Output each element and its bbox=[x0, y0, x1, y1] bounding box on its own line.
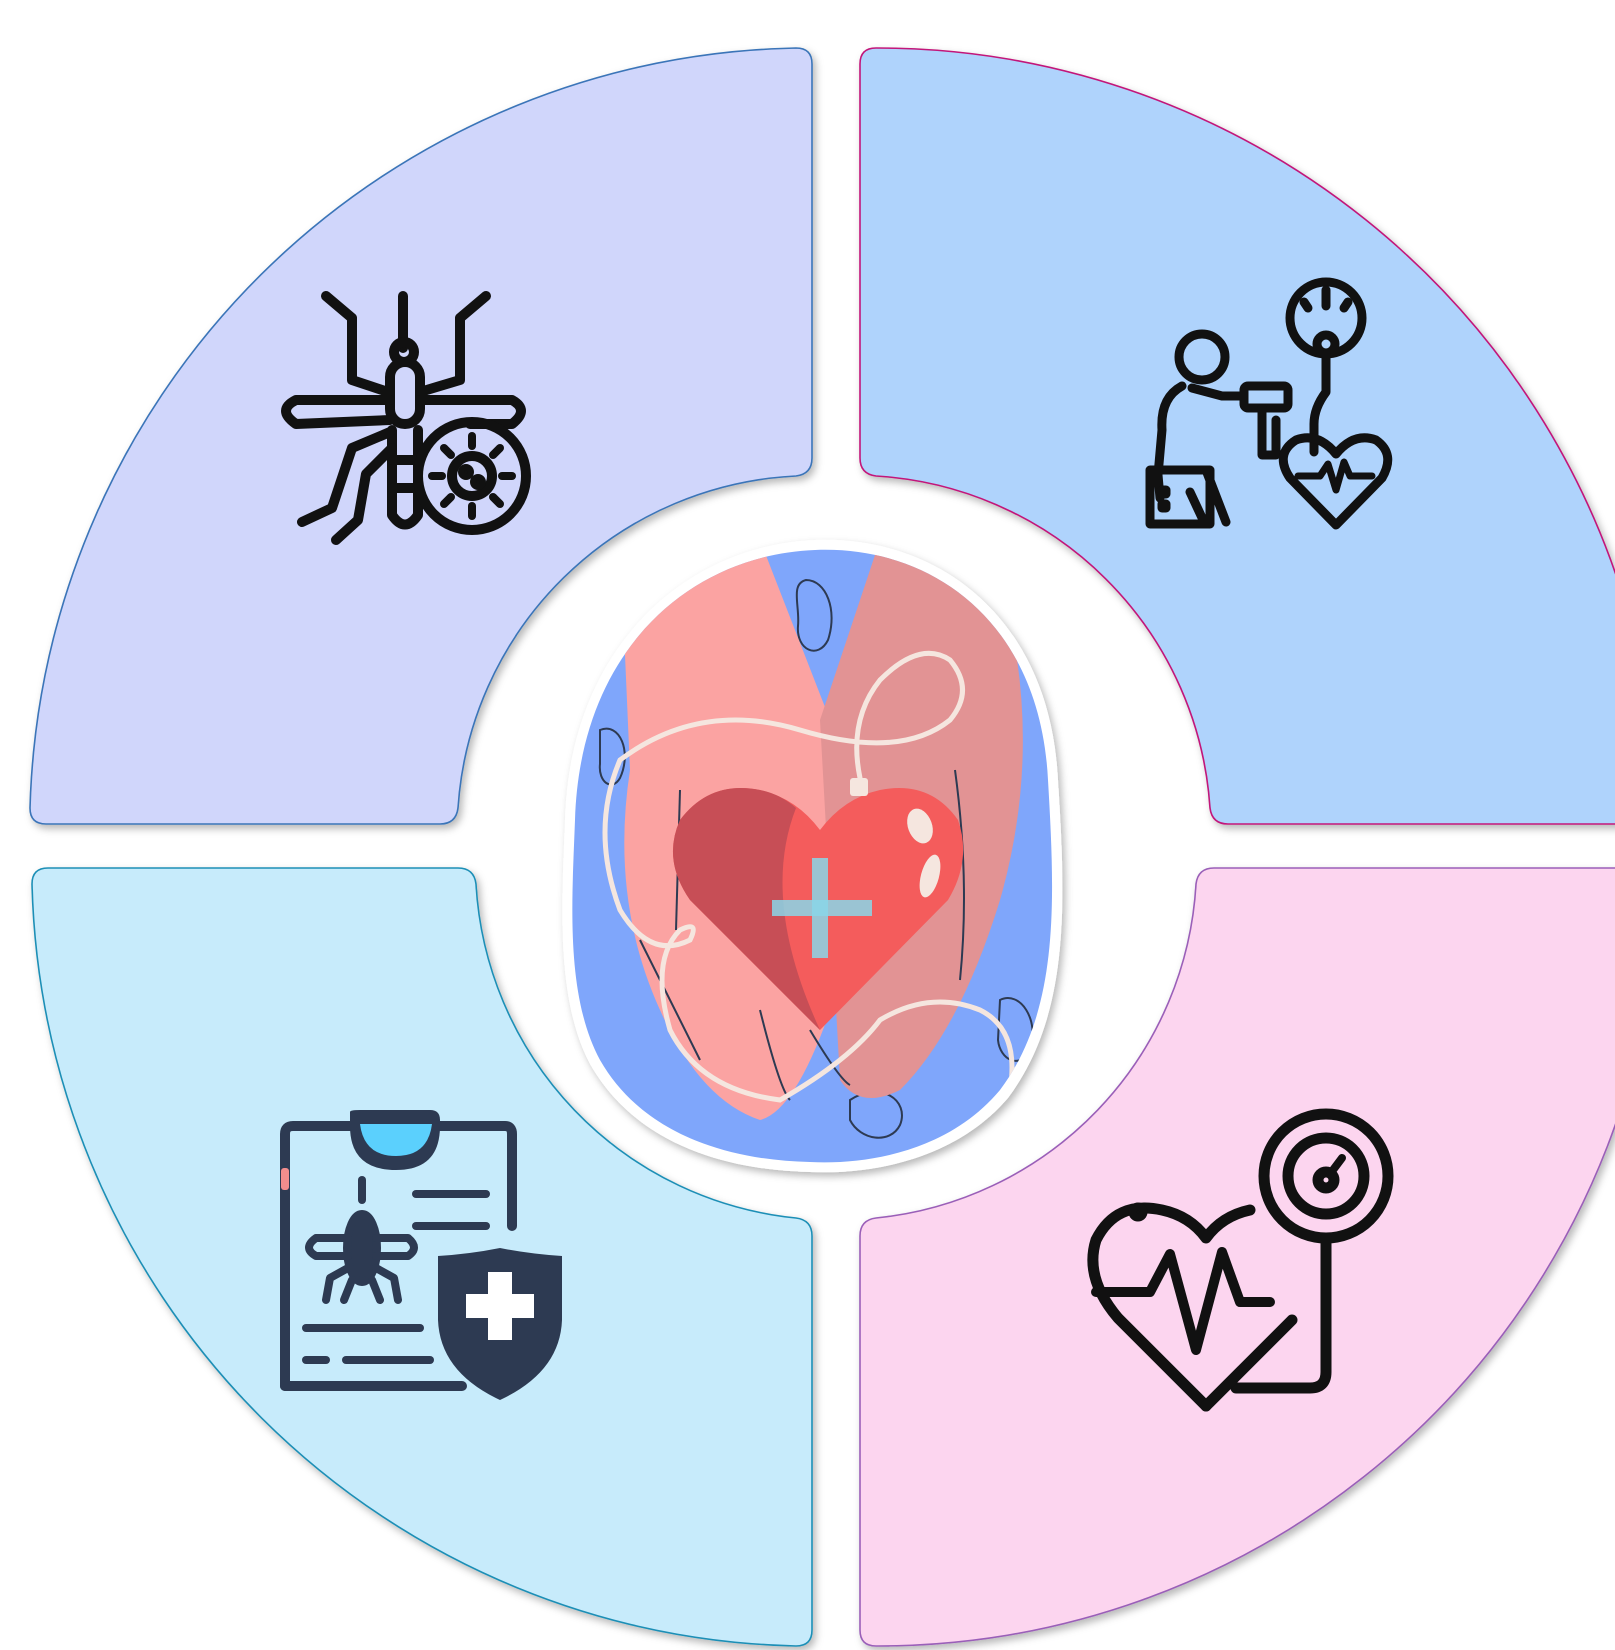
hands-holding-heart-blood-bag-icon bbox=[560, 540, 1070, 1180]
